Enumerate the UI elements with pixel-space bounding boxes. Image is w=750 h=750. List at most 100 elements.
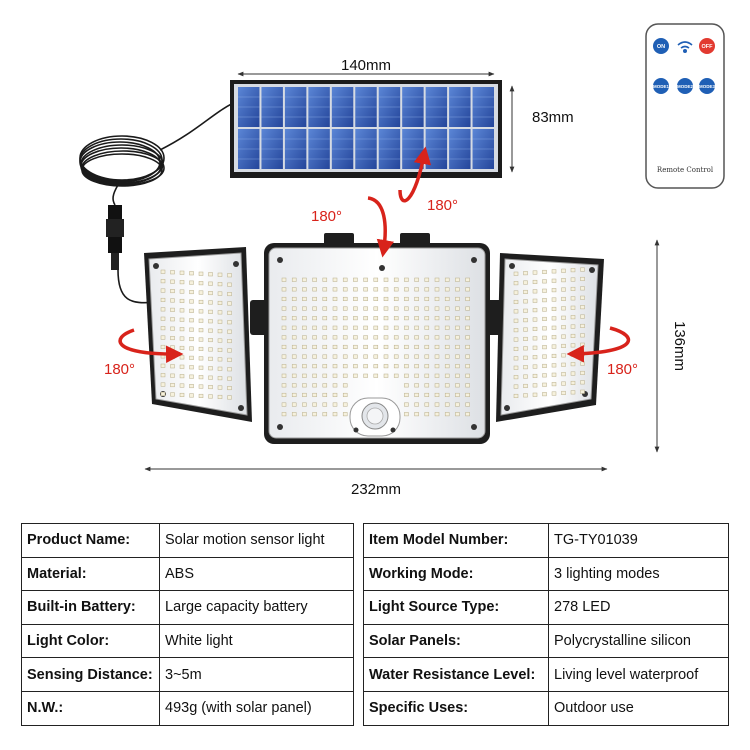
led bbox=[179, 270, 185, 275]
led bbox=[523, 355, 528, 360]
table-row: Water Resistance Level:Living level wate… bbox=[363, 657, 729, 692]
led bbox=[179, 364, 185, 369]
led bbox=[291, 383, 297, 388]
led bbox=[160, 382, 166, 387]
led bbox=[404, 306, 409, 311]
table-row: Item Model Number:TG-TY01039 bbox=[363, 523, 729, 558]
led bbox=[170, 373, 175, 378]
led bbox=[383, 277, 389, 282]
led bbox=[424, 412, 430, 417]
led bbox=[363, 364, 368, 369]
led bbox=[281, 316, 287, 321]
led bbox=[208, 356, 213, 361]
spec-value: 493g (with solar panel) bbox=[159, 690, 354, 726]
led bbox=[465, 325, 470, 330]
led bbox=[424, 287, 430, 292]
led bbox=[561, 315, 566, 320]
led bbox=[561, 381, 566, 386]
led bbox=[455, 306, 460, 311]
remote-mode3-button[interactable] bbox=[699, 78, 715, 94]
led bbox=[281, 306, 287, 311]
led bbox=[332, 392, 338, 397]
led bbox=[170, 317, 175, 322]
led bbox=[414, 402, 419, 407]
led bbox=[414, 306, 419, 311]
led bbox=[561, 325, 566, 330]
led bbox=[465, 392, 470, 397]
led bbox=[551, 391, 557, 396]
led bbox=[444, 296, 450, 301]
led bbox=[342, 344, 348, 349]
led bbox=[532, 308, 538, 313]
led bbox=[383, 316, 389, 321]
led bbox=[404, 287, 409, 292]
led bbox=[373, 354, 379, 359]
led bbox=[465, 306, 470, 311]
led bbox=[513, 393, 519, 398]
solar-panel bbox=[230, 80, 502, 178]
led bbox=[513, 375, 519, 380]
led bbox=[542, 298, 547, 303]
led bbox=[404, 277, 409, 282]
led bbox=[332, 344, 338, 349]
led bbox=[189, 374, 194, 379]
table-row: Built-in Battery:Large capacity battery bbox=[21, 590, 354, 625]
led bbox=[179, 355, 185, 360]
dimension-light-height: 136mm bbox=[654, 239, 688, 453]
led bbox=[332, 287, 338, 292]
led bbox=[465, 383, 470, 388]
led bbox=[561, 306, 566, 311]
led bbox=[513, 365, 519, 370]
led bbox=[513, 346, 519, 351]
led bbox=[414, 412, 419, 417]
remote-on-button[interactable] bbox=[653, 38, 669, 54]
led bbox=[444, 287, 450, 292]
led bbox=[434, 383, 440, 388]
led bbox=[198, 375, 204, 380]
led bbox=[434, 316, 440, 321]
led bbox=[160, 373, 166, 378]
remote-mode1-button[interactable] bbox=[653, 78, 669, 94]
led bbox=[281, 296, 287, 301]
led bbox=[455, 354, 460, 359]
led bbox=[444, 325, 450, 330]
led bbox=[160, 279, 166, 284]
led bbox=[424, 277, 430, 282]
led bbox=[322, 325, 328, 330]
spec-label: Working Mode: bbox=[363, 556, 549, 592]
led bbox=[363, 325, 368, 330]
led bbox=[424, 344, 430, 349]
led bbox=[532, 383, 538, 388]
led bbox=[198, 384, 204, 389]
led bbox=[302, 344, 307, 349]
led bbox=[322, 392, 328, 397]
spec-value: Large capacity battery bbox=[159, 590, 354, 625]
led bbox=[513, 271, 519, 276]
led bbox=[291, 306, 297, 311]
led bbox=[561, 268, 566, 273]
product-illustration: ON OFF MODE1 MODE2 MODE3 Remote Control … bbox=[79, 23, 725, 498]
table-row: Light Color:White light bbox=[21, 623, 354, 659]
led bbox=[383, 344, 389, 349]
dimension-light-width: 232mm bbox=[144, 466, 608, 498]
led bbox=[532, 345, 538, 350]
spec-table-right: Item Model Number:TG-TY01039 Working Mod… bbox=[363, 523, 729, 726]
remote-mode2-button[interactable] bbox=[677, 78, 693, 94]
led bbox=[281, 364, 287, 369]
led bbox=[455, 412, 460, 417]
remote-label: Remote Control bbox=[657, 166, 714, 174]
led bbox=[160, 297, 166, 302]
led bbox=[322, 306, 328, 311]
led bbox=[160, 335, 166, 340]
led bbox=[281, 344, 287, 349]
led bbox=[444, 316, 450, 321]
led bbox=[551, 297, 557, 302]
led bbox=[353, 287, 358, 292]
led bbox=[291, 335, 297, 340]
led bbox=[312, 364, 317, 369]
remote-off-button[interactable] bbox=[699, 38, 715, 54]
led bbox=[444, 402, 450, 407]
led bbox=[179, 298, 185, 303]
led bbox=[551, 382, 557, 387]
led bbox=[302, 392, 307, 397]
